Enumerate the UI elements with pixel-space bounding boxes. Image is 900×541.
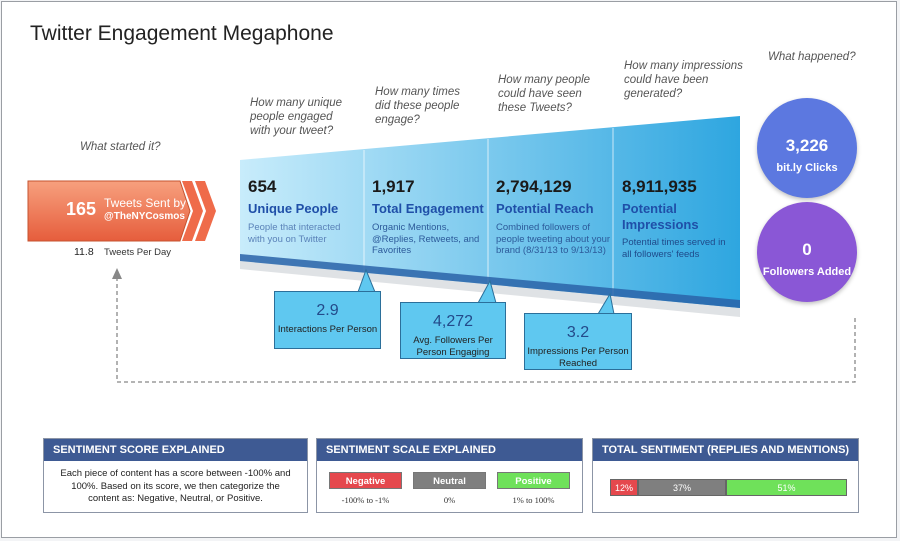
feedback-arrowhead	[112, 268, 122, 279]
callout-impressions: 3.2 Impressions Per Person Reached	[524, 313, 632, 370]
funnel	[240, 116, 740, 308]
tweets-arrow-body	[27, 180, 191, 242]
tweets-count: 165	[66, 199, 97, 219]
question-happened: What happened?	[768, 51, 856, 63]
stat-desc-impressions: Potential times served in all followers'…	[622, 237, 726, 260]
outcome-label: Followers Added	[762, 266, 852, 278]
scale-neutral: Neutral	[413, 472, 486, 489]
panel-total-sentiment: TOTAL SENTIMENT (REPLIES AND MENTIONS)	[592, 438, 859, 513]
outcome-value: 0	[802, 240, 812, 259]
outcome-bitly-clicks: 3,226 bit.ly Clicks	[757, 98, 857, 198]
question-seen: How many people could have seen these Tw…	[498, 74, 591, 114]
tweets-chevron-2	[195, 181, 216, 241]
outcome-followers-added: 0 Followers Added	[757, 202, 857, 302]
tweets-chevron-1	[182, 181, 203, 241]
callout-label: Avg. Followers Per Person Engaging	[413, 335, 493, 358]
panel-text: Each piece of content has a score betwee…	[60, 468, 291, 504]
stat-heading-engagement: Total Engagement	[372, 201, 484, 216]
outcome-value: 3,226	[785, 136, 829, 155]
stat-desc-reach: Combined followers of people tweeting ab…	[496, 222, 611, 256]
panel-title: TOTAL SENTIMENT (REPLIES AND MENTIONS)	[593, 439, 858, 461]
tweets-per-day-value: 11.8	[74, 246, 94, 258]
question-impressions: How many impressions could have been gen…	[624, 60, 743, 100]
sentiment-segment-1: 37%	[638, 479, 726, 496]
feedback-path	[116, 276, 856, 383]
stat-heading-reach: Potential Reach	[496, 201, 594, 216]
scale-positive: Positive	[497, 472, 570, 489]
scale-positive-range: 1% to 100%	[512, 495, 555, 505]
stat-value-impressions: 8,911,935	[622, 177, 697, 196]
callout-interactions: 2.9 Interactions Per Person	[274, 291, 381, 349]
question-times: How many times did these people engage?	[375, 86, 460, 126]
callout-value: 3.2	[566, 324, 590, 341]
scale-negative: Negative	[329, 472, 402, 489]
callout-label: Impressions Per Person Reached	[527, 346, 629, 369]
sentiment-segment-2: 51%	[726, 479, 847, 496]
scale-neutral-range: 0%	[443, 495, 456, 505]
stat-value-reach: 2,794,129	[496, 177, 572, 196]
callout-followers: 4,272 Avg. Followers Per Person Engaging	[400, 302, 506, 359]
question-unique: How many unique people engaged with your…	[250, 97, 343, 137]
page-title: Twitter Engagement Megaphone	[30, 22, 334, 45]
callout-value: 2.9	[316, 302, 339, 319]
outcome-label: bit.ly Clicks	[776, 162, 838, 174]
stat-value-unique: 654	[248, 177, 277, 196]
callout-label: Interactions Per Person	[277, 324, 378, 335]
question-started: What started it?	[80, 141, 161, 153]
callout-value: 4,272	[432, 313, 474, 330]
sentiment-segment-0: 12%	[610, 479, 638, 496]
scale-negative-range: -100% to -1%	[341, 495, 390, 505]
stat-desc-unique: People that interacted with you on Twitt…	[248, 222, 341, 245]
panel-title: SENTIMENT SCALE EXPLAINED	[317, 439, 582, 461]
tweets-per-day-label: Tweets Per Day	[104, 247, 172, 258]
panel-sentiment-score: SENTIMENT SCORE EXPLAINED Each piece of …	[43, 438, 308, 513]
tweets-handle: @TheNYCosmos	[104, 211, 185, 222]
tweets-label: Tweets Sent by	[104, 196, 187, 210]
stat-heading-unique: Unique People	[248, 201, 339, 216]
stat-value-engagement: 1,917	[372, 177, 415, 196]
stat-desc-engagement: Organic Mentions, @Replies, Retweets, an…	[372, 222, 480, 256]
panel-title: SENTIMENT SCORE EXPLAINED	[44, 439, 307, 461]
stat-heading-impressions: Potential Impressions	[622, 201, 699, 232]
